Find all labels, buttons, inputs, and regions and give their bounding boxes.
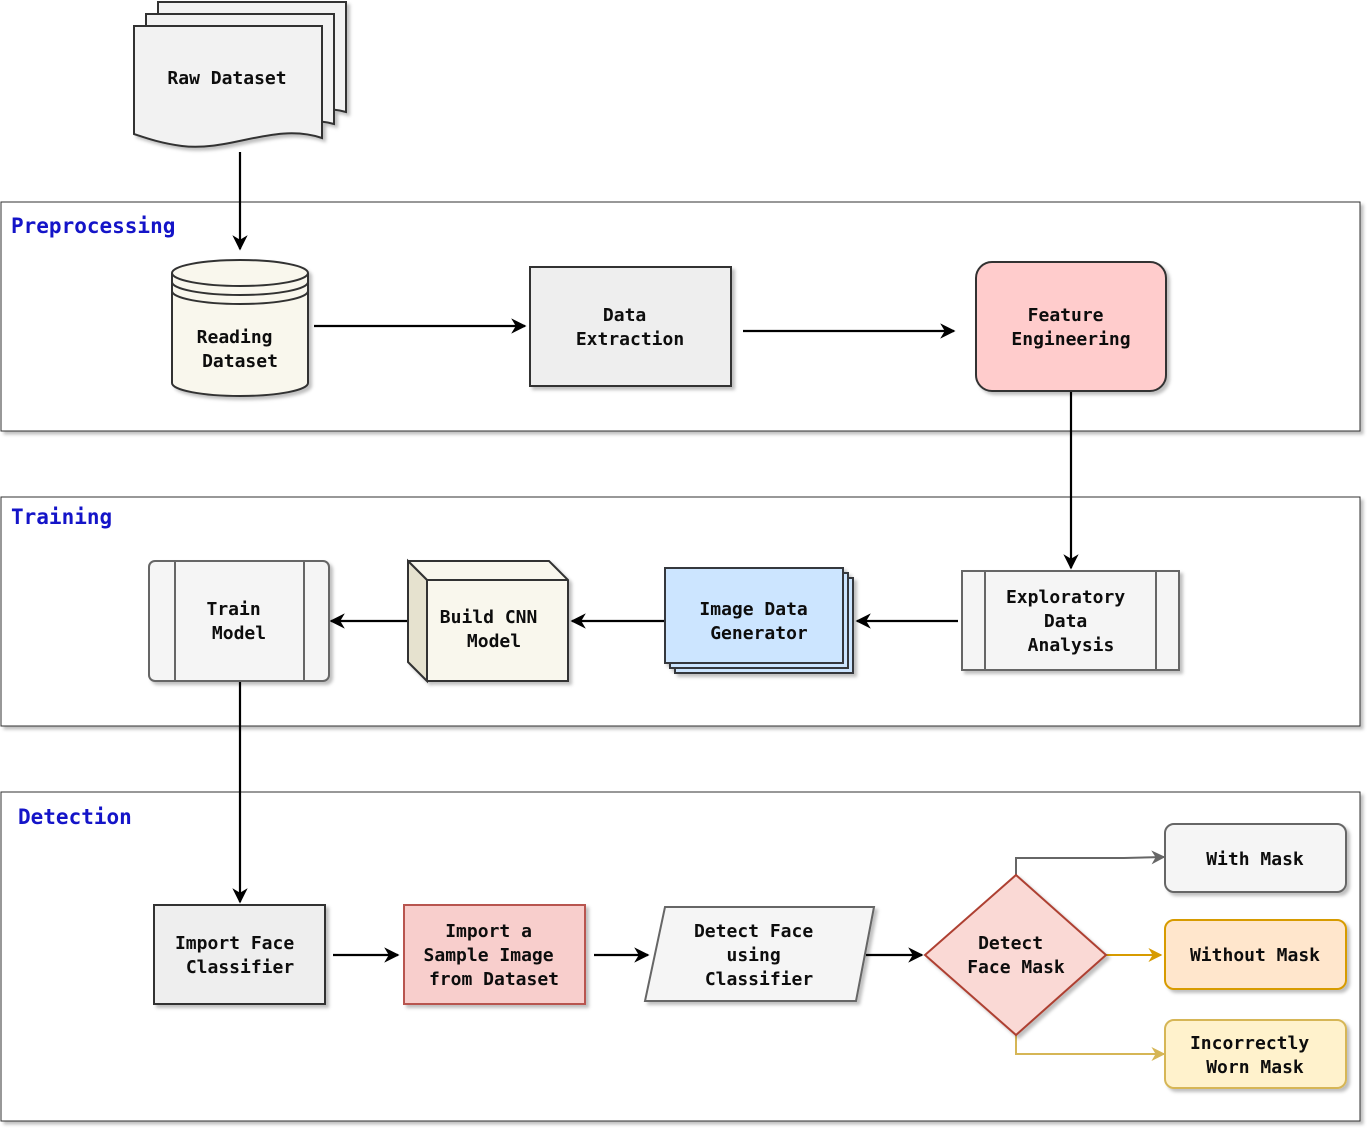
node-reading-dataset: Reading Dataset	[171, 259, 309, 397]
node-incorrectly-worn-mask: Incorrectly Worn Mask	[1164, 1019, 1347, 1089]
edges	[232, 152, 1166, 1061]
node-data-extraction: Data Extraction	[529, 266, 732, 387]
node-label-incorrectly-worn-mask: Incorrectly Worn Mask	[1190, 1033, 1320, 1078]
node-image-data-generator: Image Data Generator	[664, 567, 854, 674]
node-label-import-face-classifier: Import Face Classifier	[175, 933, 305, 978]
node-label-exploratory-data-analysis: Exploratory Data Analysis	[1006, 587, 1136, 656]
section-title-detection: Detection	[18, 805, 132, 829]
node-exploratory-data-analysis: Exploratory Data Analysis	[961, 570, 1180, 671]
node-label-feature-engineering: Feature Engineering	[1011, 305, 1130, 350]
node-raw-dataset: Raw Dataset	[133, 1, 347, 148]
node-label-build-cnn-model: Build CNN Model	[440, 607, 548, 652]
node-label-data-extraction: Data Extraction	[576, 305, 684, 350]
node-label-without-mask: Without Mask	[1190, 945, 1320, 966]
node-feature-engineering: Feature Engineering	[975, 261, 1167, 392]
node-label-train-model: Train Model	[206, 599, 271, 644]
node-label-detect-face-mask: Detect Face Mask	[967, 933, 1065, 978]
node-detect-face-mask: Detect Face Mask	[923, 873, 1108, 1037]
node-build-cnn-model: Build CNN Model	[407, 558, 569, 684]
node-label-raw-dataset: Raw Dataset	[167, 68, 286, 89]
node-label-with-mask: With Mask	[1206, 849, 1304, 870]
node-label-import-sample-image: Import a Sample Image from Dataset	[424, 921, 565, 990]
edge-decision-to-incorrect	[1015, 1035, 1166, 1061]
node-detect-face-using-classifier: Detect Face using Classifier	[643, 906, 876, 1002]
node-train-model: Train Model	[148, 560, 330, 682]
node-label-image-data-generator: Image Data Generator	[699, 599, 818, 644]
node-import-sample-image: Import a Sample Image from Dataset	[403, 904, 586, 1005]
edge-decision-to-with-mask	[1015, 850, 1166, 875]
node-with-mask: With Mask	[1164, 823, 1347, 893]
node-label-detect-face-using-classifier: Detect Face using Classifier	[694, 921, 824, 990]
section-title-preprocessing: Preprocessing	[11, 214, 175, 238]
node-import-face-classifier: Import Face Classifier	[153, 904, 326, 1005]
section-title-training: Training	[11, 505, 112, 529]
node-label-reading-dataset: Reading Dataset	[197, 327, 284, 372]
node-without-mask: Without Mask	[1164, 919, 1347, 990]
